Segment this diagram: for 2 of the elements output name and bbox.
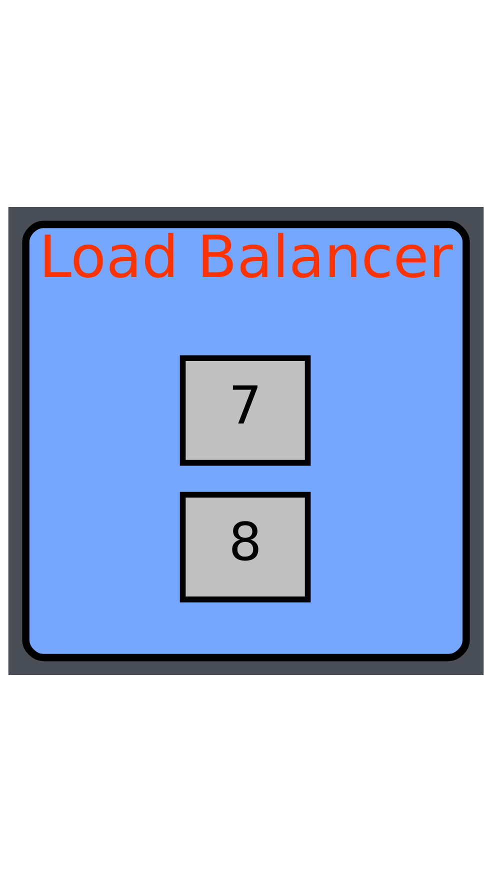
- node-box: 7: [180, 355, 311, 466]
- node-box: 8: [180, 492, 311, 602]
